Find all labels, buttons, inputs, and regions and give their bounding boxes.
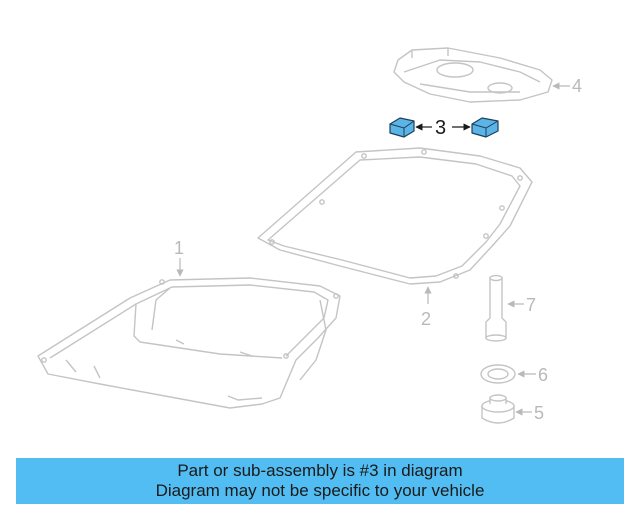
callout-6: 6 xyxy=(538,365,548,385)
part-3-pads[interactable] xyxy=(389,117,499,138)
callout-5: 5 xyxy=(534,403,544,423)
callout-4: 4 xyxy=(572,76,582,96)
part-7-bolt[interactable] xyxy=(485,274,507,342)
part-6-seal[interactable] xyxy=(480,364,516,384)
callout-3: 3 xyxy=(435,117,446,139)
part-2-gasket[interactable] xyxy=(257,147,533,285)
callout-1: 1 xyxy=(174,238,184,258)
part-1-oil-pan[interactable] xyxy=(37,277,341,409)
part-5-plug[interactable] xyxy=(481,394,515,424)
banner-line-2: Diagram may not be specific to your vehi… xyxy=(155,481,485,500)
info-banner: Part or sub-assembly is #3 in diagram Di… xyxy=(16,458,624,504)
banner-line-1: Part or sub-assembly is #3 in diagram xyxy=(177,461,463,480)
callout-2: 2 xyxy=(421,309,431,329)
callout-7: 7 xyxy=(526,295,536,315)
part-4-filter[interactable] xyxy=(393,47,553,103)
